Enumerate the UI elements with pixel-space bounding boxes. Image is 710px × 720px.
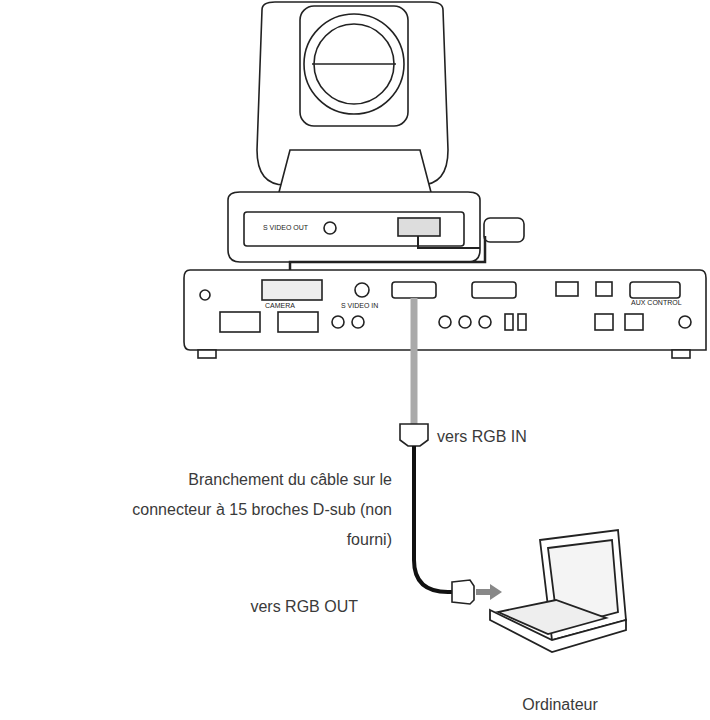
rca-jack <box>439 316 451 328</box>
rgb-out-port <box>392 282 436 298</box>
usb-port <box>505 314 513 330</box>
camera-lens <box>304 14 404 114</box>
device-label: Ordinateur <box>522 690 598 720</box>
codec-unit <box>184 270 706 350</box>
foot <box>672 350 690 358</box>
camera-port <box>398 218 440 236</box>
camera-lens-housing <box>300 6 408 126</box>
lens-line <box>312 63 396 65</box>
port-label: AUX CONTROL <box>630 299 683 307</box>
lan-port <box>595 314 613 330</box>
ground-screw <box>200 290 210 300</box>
cable-note: Branchement du câble sur le connecteur à… <box>122 465 392 555</box>
usb-port <box>518 314 526 330</box>
camera-base <box>228 192 480 262</box>
dsub-connector <box>400 424 428 446</box>
dsub-connector <box>452 580 474 604</box>
connection-label: vers RGB IN <box>437 422 527 452</box>
lan-port <box>625 314 643 330</box>
sen-unit-port <box>596 282 612 296</box>
port-label: CAMERA <box>264 302 296 310</box>
rca-jack <box>459 316 471 328</box>
svideo-out-port <box>324 222 336 234</box>
camera-neck <box>278 150 432 196</box>
audio-ports <box>278 312 318 332</box>
port-label: S VIDEO OUT <box>262 224 309 232</box>
rca-jack <box>479 316 491 328</box>
cable-black <box>414 446 466 592</box>
camera-cable <box>418 236 480 248</box>
dc-in-jack <box>679 316 691 328</box>
aux-control-port <box>630 282 680 298</box>
vga-port <box>472 282 516 298</box>
cable-grey <box>411 298 418 424</box>
camera-connector <box>262 280 322 300</box>
foot <box>198 350 216 358</box>
svideo-in-port <box>355 283 369 297</box>
hdmi-port <box>556 282 578 296</box>
laptop-keyboard <box>498 600 606 634</box>
mic-ports <box>220 312 260 332</box>
insert-arrow <box>490 584 502 600</box>
camera-base-panel <box>244 212 464 246</box>
camera-side-grip <box>484 218 524 242</box>
port-label: S VIDEO IN <box>340 302 379 310</box>
connection-label: vers RGB OUT <box>250 592 358 622</box>
rca-jack <box>352 316 364 328</box>
rca-jack <box>332 316 344 328</box>
insert-arrow <box>476 589 492 595</box>
